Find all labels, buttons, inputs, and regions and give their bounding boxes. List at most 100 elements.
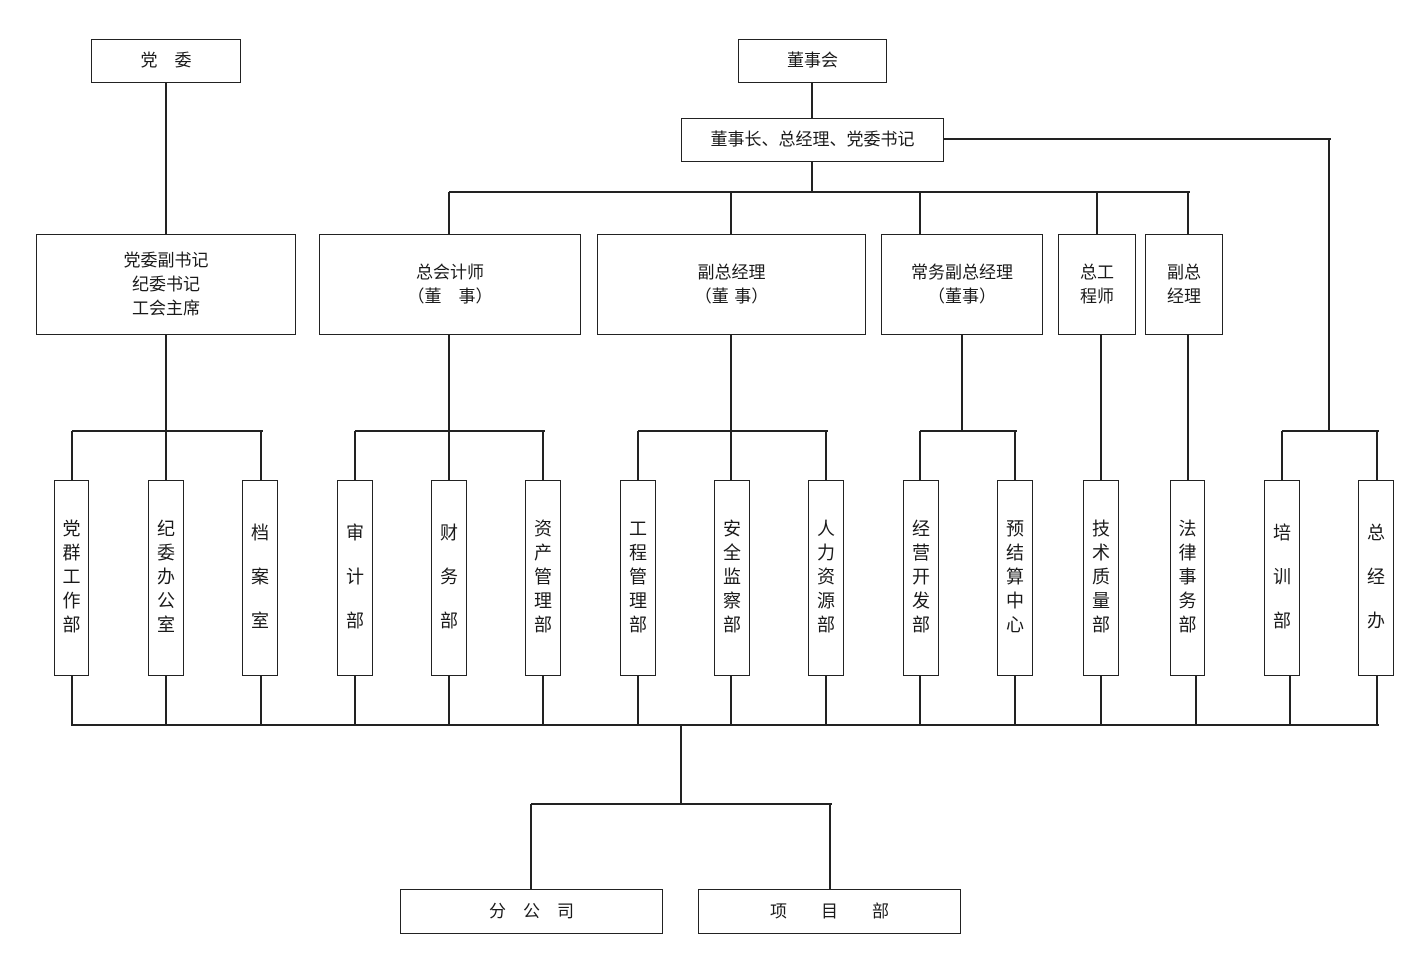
node-branch-company[interactable]: 分 公 司 (400, 889, 663, 934)
connector-line (730, 335, 732, 432)
node-label: 纪委办公室 (157, 519, 175, 636)
connector-line (354, 676, 356, 726)
connector-line (1100, 335, 1102, 481)
connector-line (811, 162, 813, 193)
node-label: 党群工作部 (62, 519, 81, 636)
connector-line (1281, 431, 1283, 481)
node-label: 副总 经理 (1167, 262, 1201, 307)
node-label: 工程管理部 (629, 519, 647, 636)
connector-line (1289, 676, 1291, 726)
node-label: 财务部 (440, 523, 458, 632)
connector-line (1282, 430, 1379, 432)
node-label: 总工 程师 (1080, 262, 1114, 307)
node-label: 党委副书记 纪委书记 工会主席 (123, 250, 209, 319)
node-dept-training[interactable]: 培训部 (1264, 480, 1300, 676)
connector-line (919, 676, 921, 726)
connector-line (354, 431, 356, 481)
node-dept-legal[interactable]: 法律事务部 (1170, 480, 1205, 676)
node-label: 党 委 (140, 51, 192, 71)
connector-line (919, 431, 921, 481)
node-deputy-gm2[interactable]: 副总 经理 (1145, 234, 1223, 335)
connector-line (1328, 139, 1330, 432)
connector-line (542, 431, 544, 481)
connector-line (71, 676, 73, 726)
node-exec-deputy-gm[interactable]: 常务副总经理 （董事） (881, 234, 1043, 335)
node-label: 董事长、总经理、党委书记 (710, 130, 915, 150)
node-chairman[interactable]: 董事长、总经理、党委书记 (681, 118, 944, 162)
node-dept-finance[interactable]: 财务部 (431, 480, 467, 676)
connector-line (944, 138, 1331, 140)
connector-line (449, 191, 1190, 193)
connector-line (72, 430, 263, 432)
node-dept-settlement[interactable]: 预结算中心 (997, 480, 1033, 676)
connector-line (730, 676, 732, 726)
node-dept-audit[interactable]: 审计部 (337, 480, 373, 676)
node-label: 常务副总经理 （董事） (911, 262, 1013, 307)
node-deputy-secretary[interactable]: 党委副书记 纪委书记 工会主席 (36, 234, 296, 335)
connector-line (730, 431, 732, 481)
node-party-committee[interactable]: 党 委 (91, 39, 241, 83)
node-dept-engineering[interactable]: 工程管理部 (620, 480, 656, 676)
connector-line (829, 804, 831, 890)
connector-line (71, 431, 73, 481)
connector-line (260, 431, 262, 481)
node-dept-party-work[interactable]: 党群工作部 (54, 480, 89, 676)
node-chief-engineer[interactable]: 总工 程师 (1058, 234, 1136, 335)
connector-line (1376, 431, 1378, 481)
connector-line (260, 676, 262, 726)
connector-line (1014, 676, 1016, 726)
connector-line (530, 804, 532, 890)
connector-line (920, 430, 1017, 432)
connector-line (448, 431, 450, 481)
node-label: 经营开发部 (912, 519, 930, 636)
connector-line (1014, 431, 1016, 481)
connector-line (165, 676, 167, 726)
connector-line (1187, 335, 1189, 481)
node-label: 副总经理 （董 事） (694, 262, 769, 307)
node-label: 技术质量部 (1092, 519, 1110, 636)
node-chief-accountant[interactable]: 总会计师 （董 事） (319, 234, 581, 335)
connector-line (165, 335, 167, 432)
connector-line (637, 431, 639, 481)
connector-line (448, 676, 450, 726)
node-dept-gm-office[interactable]: 总经办 (1358, 480, 1394, 676)
node-label: 董事会 (787, 51, 838, 71)
connector-line (1096, 192, 1098, 235)
node-label: 总会计师 （董 事） (407, 262, 493, 307)
connector-line (448, 192, 450, 235)
node-dept-archives[interactable]: 档案室 (242, 480, 278, 676)
connector-line (1100, 676, 1102, 726)
connector-line (165, 431, 167, 481)
node-label: 资产管理部 (534, 519, 552, 636)
node-label: 培训部 (1273, 523, 1291, 632)
node-dept-discipline[interactable]: 纪委办公室 (148, 480, 184, 676)
connector-line (531, 803, 832, 805)
connector-line (825, 676, 827, 726)
node-label: 预结算中心 (1006, 519, 1024, 636)
connector-line (1187, 192, 1189, 235)
node-dept-assets[interactable]: 资产管理部 (525, 480, 561, 676)
connector-line (919, 192, 921, 235)
node-board[interactable]: 董事会 (738, 39, 887, 83)
node-label: 审计部 (346, 523, 364, 632)
connector-line (730, 192, 732, 235)
connector-line (638, 430, 828, 432)
connector-line (680, 725, 682, 805)
connector-line (1195, 676, 1197, 726)
connector-line (542, 676, 544, 726)
node-project-dept[interactable]: 项 目 部 (698, 889, 961, 934)
connector-line (825, 431, 827, 481)
node-dept-business[interactable]: 经营开发部 (903, 480, 939, 676)
connector-line (165, 83, 167, 235)
node-dept-safety[interactable]: 安全监察部 (714, 480, 750, 676)
node-dept-tech-quality[interactable]: 技术质量部 (1083, 480, 1119, 676)
connector-line (72, 724, 1379, 726)
node-label: 分 公 司 (489, 901, 574, 922)
node-dept-hr[interactable]: 人力资源部 (808, 480, 844, 676)
node-label: 人力资源部 (817, 519, 835, 636)
node-label: 总经办 (1367, 523, 1385, 632)
connector-line (1376, 676, 1378, 726)
connector-line (961, 335, 963, 432)
node-deputy-gm[interactable]: 副总经理 （董 事） (597, 234, 866, 335)
